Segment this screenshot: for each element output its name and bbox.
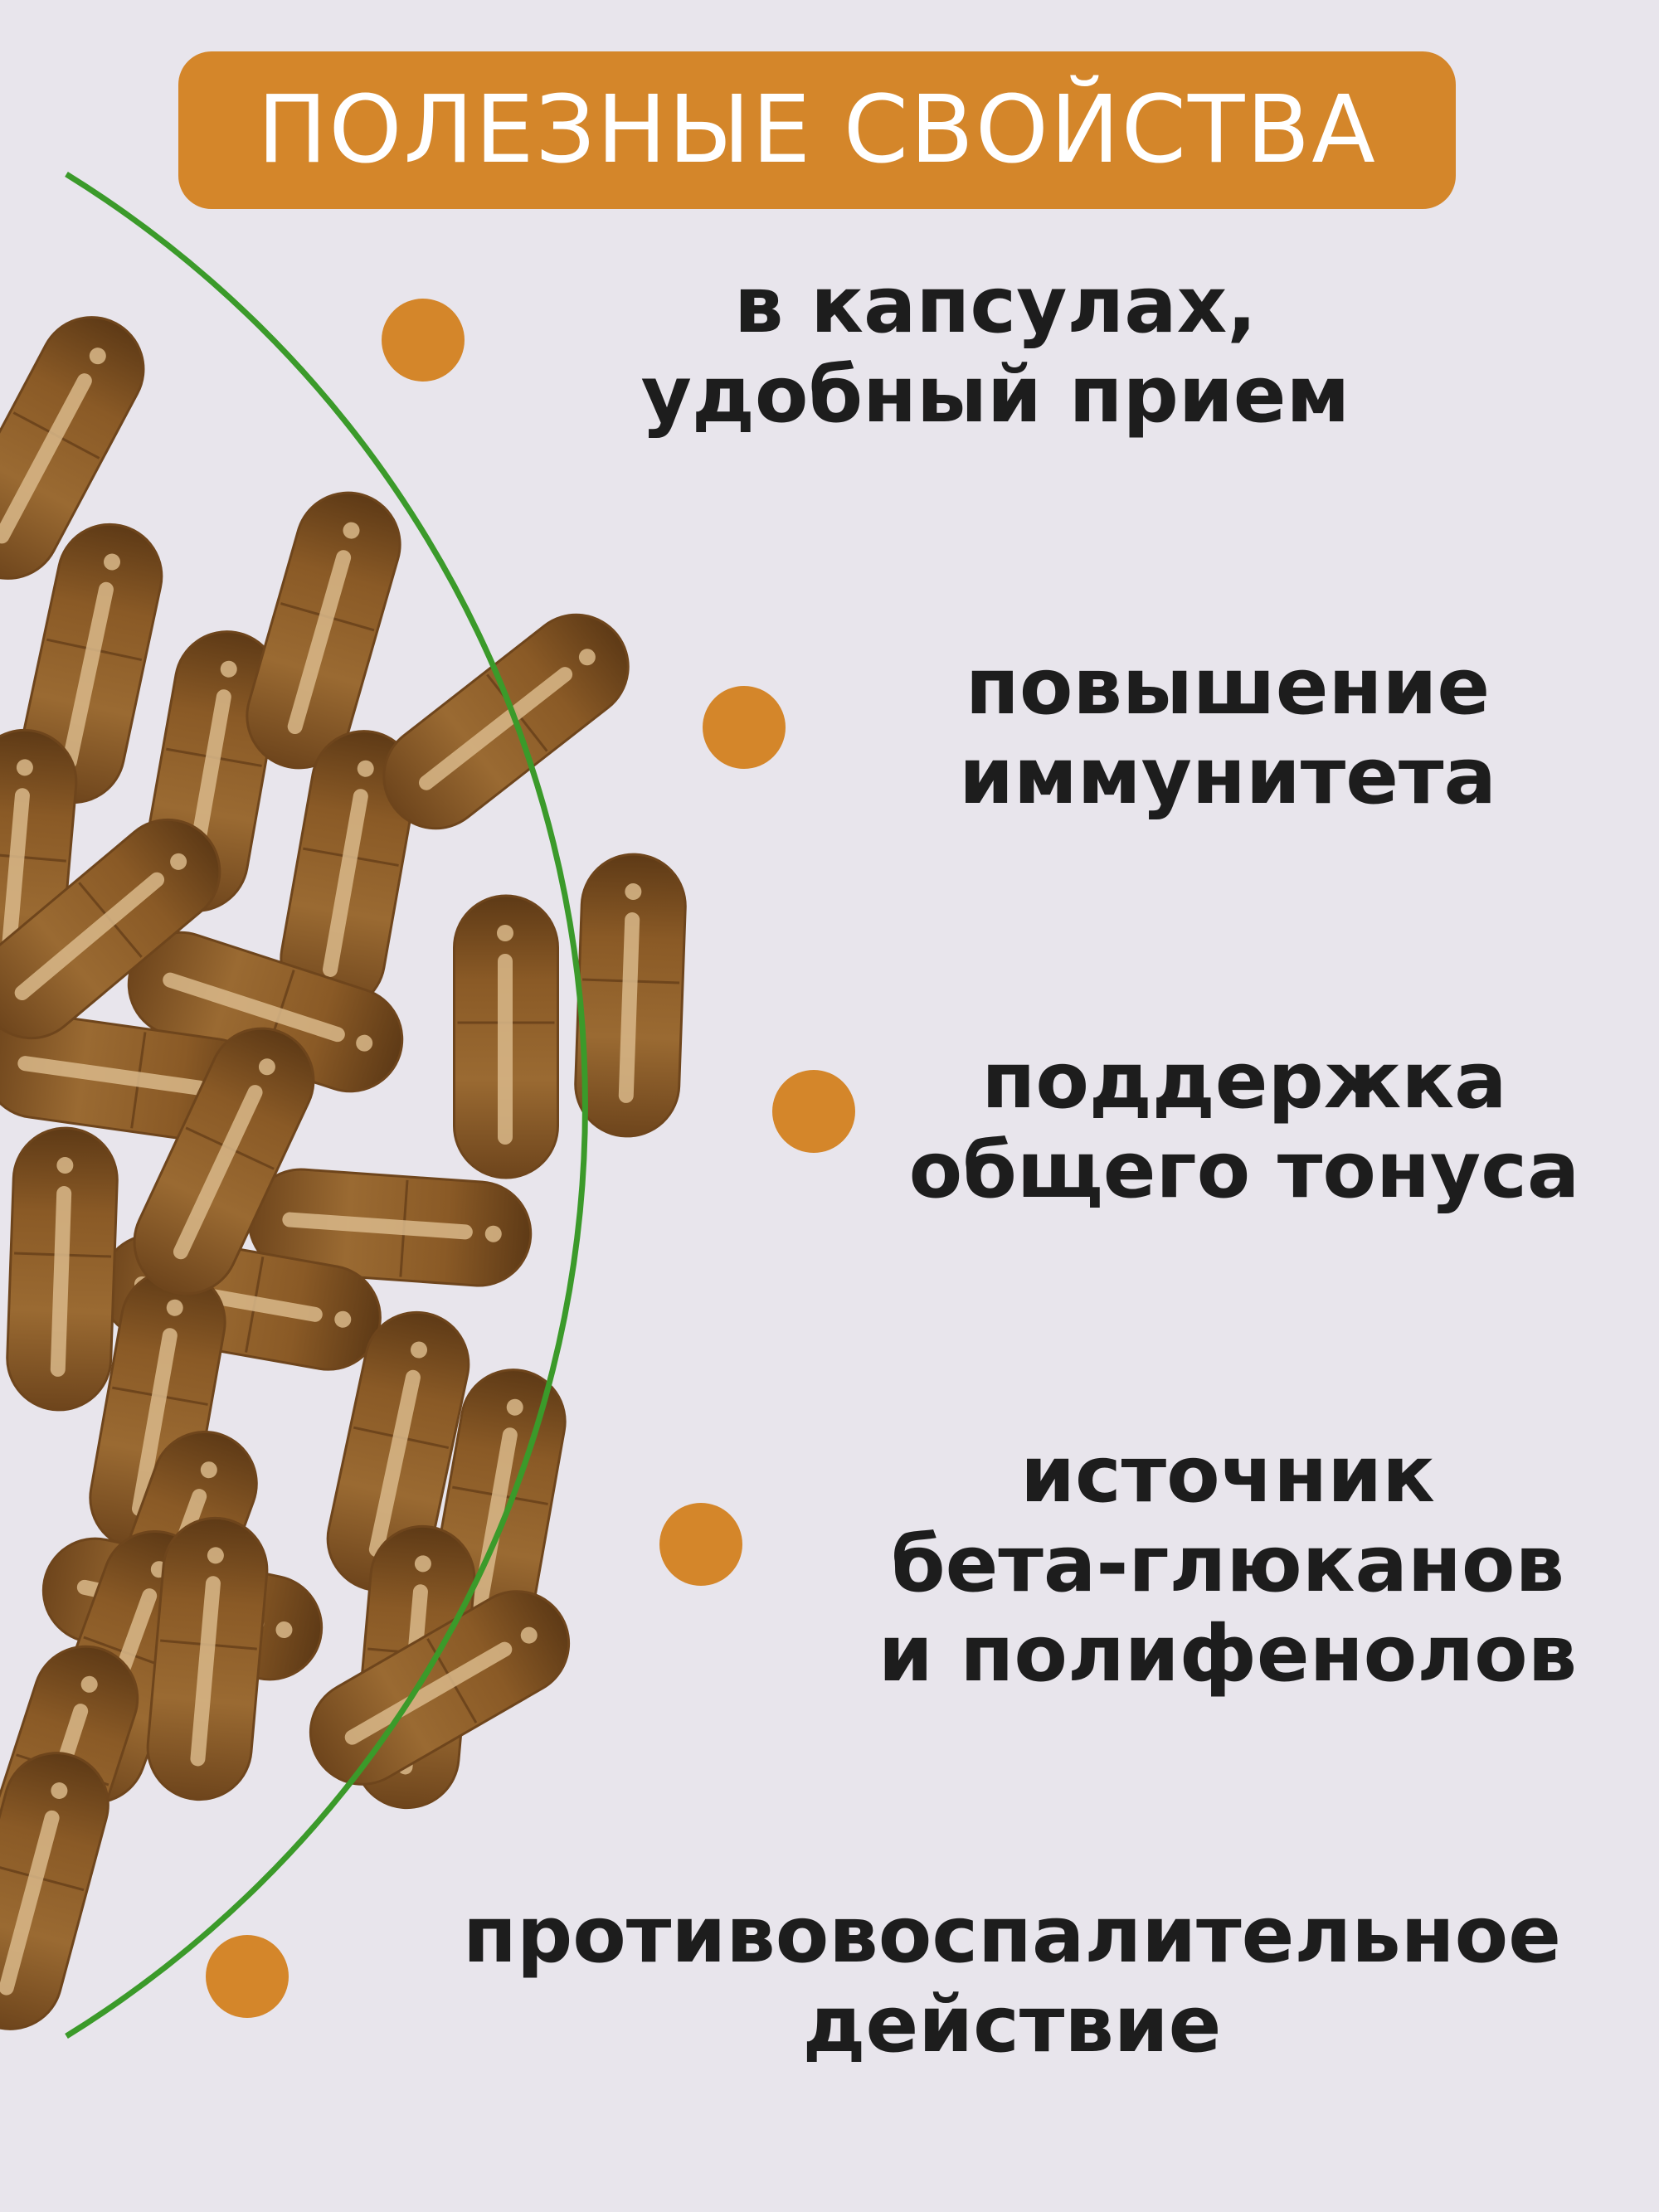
benefit-tone: поддержка общего тонуса xyxy=(896,1037,1593,1216)
capsule xyxy=(326,1310,470,1592)
capsule xyxy=(280,730,417,1012)
page-title: ПОЛЕЗНЫЕ СВОЙСТВА xyxy=(257,76,1377,184)
capsule xyxy=(133,1027,315,1296)
capsule xyxy=(574,853,687,1138)
benefit-line: иммунитета xyxy=(959,732,1496,822)
capsule xyxy=(453,894,559,1179)
benefit-anti-inflammatory: противовоспалительное действие xyxy=(431,1891,1593,2070)
benefit-source: источник бета-глюканов и полифенолов xyxy=(830,1431,1626,1699)
benefit-line: поддержка xyxy=(981,1036,1507,1126)
benefit-line: общего тонуса xyxy=(908,1125,1580,1216)
capsule xyxy=(382,613,630,830)
capsule xyxy=(0,1752,109,2030)
timeline-dot-2 xyxy=(703,686,786,769)
capsules-pile-image xyxy=(0,316,687,2030)
benefit-line: и полифенолов xyxy=(878,1609,1578,1699)
benefit-line: бета-глюканов xyxy=(891,1519,1564,1610)
benefit-line: удобный прием xyxy=(640,350,1350,440)
capsule xyxy=(246,491,401,770)
capsule xyxy=(146,1516,269,1801)
capsule xyxy=(0,818,221,1040)
timeline-arc xyxy=(65,172,588,2039)
benefit-line: действие xyxy=(802,1980,1222,2070)
timeline-dot-5 xyxy=(206,1935,289,2018)
timeline-dot-4 xyxy=(659,1503,742,1586)
benefit-line: повышение xyxy=(965,642,1491,732)
capsule xyxy=(19,523,163,805)
benefit-line: источник xyxy=(1020,1430,1435,1520)
benefit-line: противовоспалительное xyxy=(463,1890,1561,1981)
capsule xyxy=(6,1126,119,1412)
capsule xyxy=(247,1168,533,1287)
benefit-capsules: в капсулах, удобный прием xyxy=(531,261,1460,440)
timeline-dot-1 xyxy=(382,299,465,382)
benefit-line: в капсулах, xyxy=(733,260,1257,351)
title-banner: ПОЛЕЗНЫЕ СВОЙСТВА xyxy=(178,51,1456,209)
benefit-immunity: повышение иммунитета xyxy=(896,643,1559,822)
timeline-dot-3 xyxy=(772,1070,855,1153)
capsule xyxy=(0,316,145,580)
capsule xyxy=(309,1590,571,1786)
